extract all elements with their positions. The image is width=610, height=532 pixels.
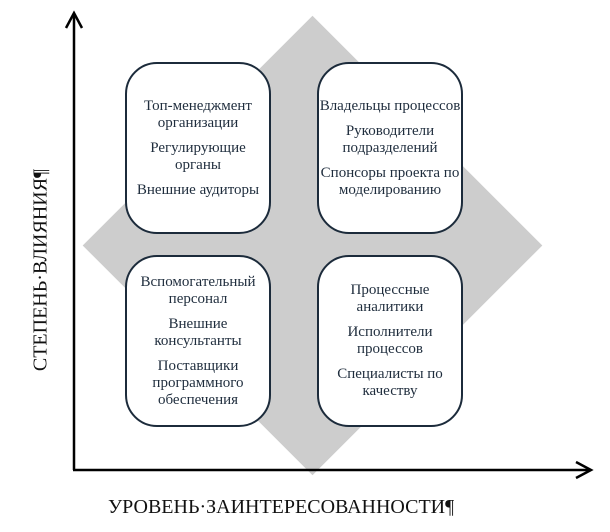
stakeholder: Поставщики программного обеспечения (152, 357, 244, 408)
stakeholder: Руководители подразделений (342, 122, 438, 156)
quadrant-low-influence-high-interest: Процессные аналитики Исполнители процесс… (317, 255, 463, 427)
stakeholder: Внешние аудиторы (136, 181, 260, 198)
quadrant-high-influence-low-interest: Топ-менеджмент организации Регулирующие … (125, 62, 271, 234)
y-axis-arrow (64, 10, 84, 29)
stakeholder: Регулирующие органы (150, 139, 246, 173)
x-axis-arrow (575, 460, 594, 480)
quadrant-low-influence-low-interest: Вспомогательный персонал Внешние консуль… (125, 255, 271, 427)
y-axis-label: СТЕПЕНЬ·ВЛИЯНИЯ¶ (29, 168, 52, 372)
stakeholder: Процессные аналитики (350, 282, 430, 315)
quadrant-high-influence-high-interest: Владельцы процессов Руководители подразд… (317, 62, 463, 234)
x-axis-label: УРОВЕНЬ·ЗАИНТЕРЕСОВАННОСТИ¶ (108, 496, 455, 518)
stakeholder: Топ-менеджмент организации (144, 97, 252, 131)
stakeholder: Внешние консультанты (154, 315, 242, 349)
stakeholder: Спонсоры проекта по моделированию (320, 164, 460, 198)
stakeholder: Исполнители процессов (347, 324, 433, 357)
stakeholder: Специалисты по качеству (337, 366, 443, 399)
stakeholder: Владельцы процессов (319, 97, 461, 114)
stakeholder: Вспомогательный персонал (140, 273, 256, 307)
